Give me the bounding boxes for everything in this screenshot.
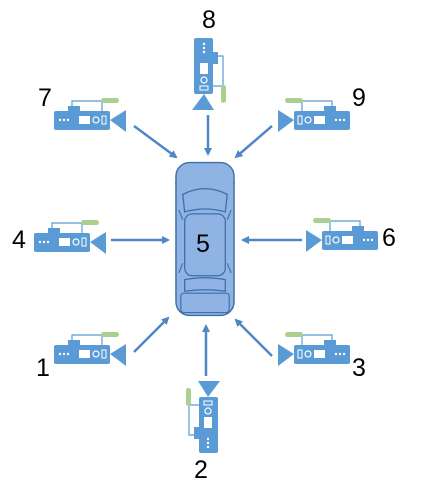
camera-label-6: 6 — [382, 224, 396, 252]
arrow-from-camera-7 — [133, 124, 178, 159]
camera-1-icon — [54, 331, 127, 366]
camera-label-2: 2 — [194, 456, 208, 484]
camera-8-icon — [192, 38, 227, 111]
camera-label-7: 7 — [38, 84, 52, 112]
camera-6-icon — [305, 217, 378, 252]
arrow-from-camera-1 — [133, 316, 170, 353]
camera-2-icon — [185, 380, 220, 453]
arrow-from-camera-9 — [234, 125, 273, 159]
camera-3-icon — [277, 331, 350, 366]
arrow-from-camera-3 — [234, 318, 273, 357]
camera-label-1: 1 — [36, 354, 50, 382]
camera-label-8: 8 — [202, 6, 216, 34]
camera-label-3: 3 — [352, 354, 366, 382]
camera-label-4: 4 — [12, 226, 26, 254]
car-label: 5 — [196, 230, 210, 258]
camera-label-9: 9 — [352, 84, 366, 112]
camera-7-icon — [54, 97, 127, 132]
camera-4-icon — [34, 219, 107, 254]
camera-9-icon — [277, 97, 350, 132]
